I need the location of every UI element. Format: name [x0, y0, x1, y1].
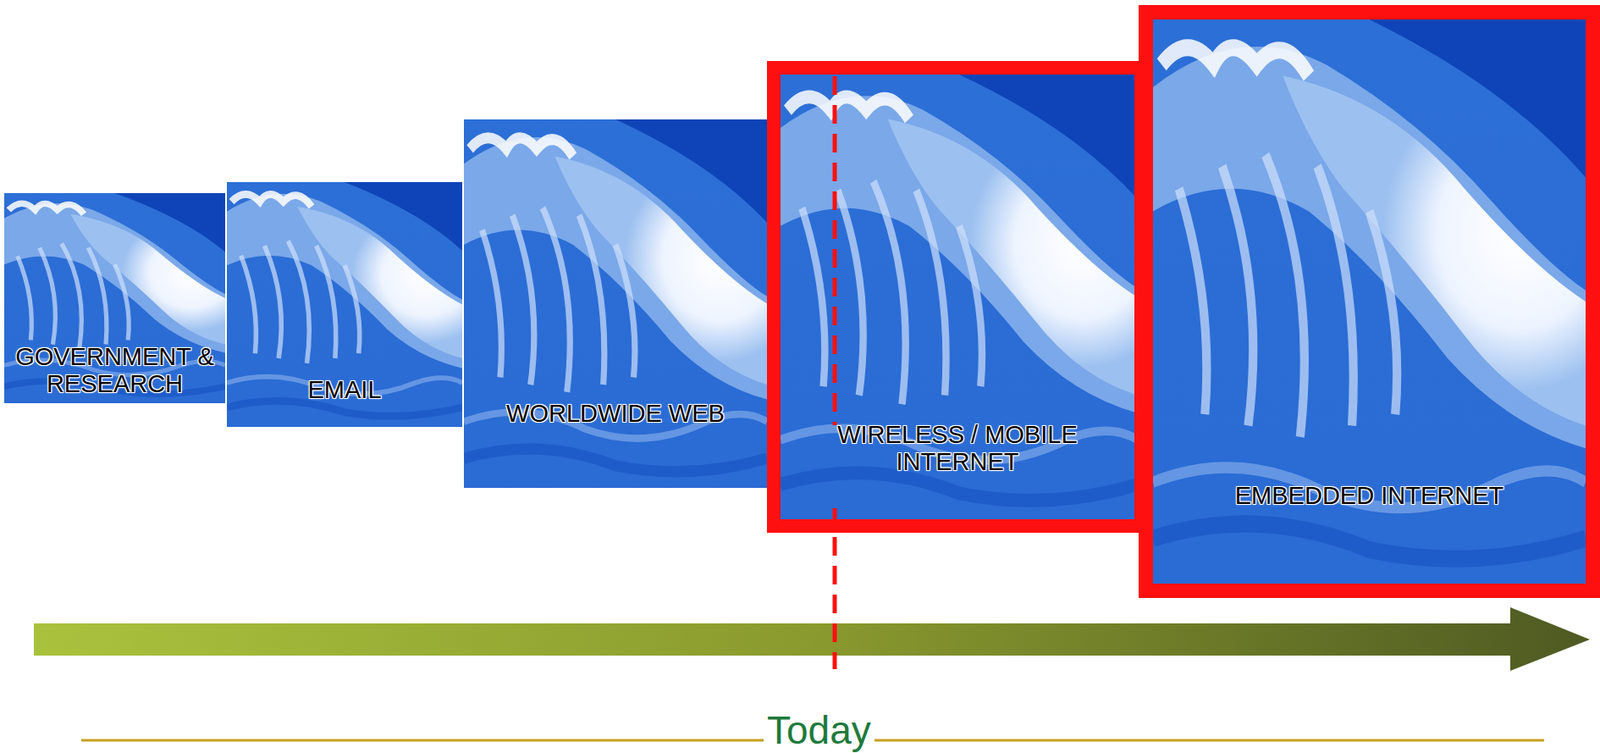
timeline-label: Today: [763, 709, 875, 751]
wave-label: GOVERNMENT & RESEARCH: [9, 342, 221, 398]
wave-image: [226, 182, 463, 427]
today-marker: [833, 76, 838, 425]
wave-box: GOVERNMENT & RESEARCH: [4, 193, 226, 403]
wave-box: EMAIL: [226, 182, 463, 427]
wave-label: EMAIL: [231, 375, 458, 403]
wave-box: WORLDWIDE WEB: [463, 119, 767, 488]
wave-image: [4, 193, 226, 403]
wave-image: [463, 119, 767, 488]
wave-label: EMBEDDED INTERNET: [1158, 481, 1581, 509]
timeline-arrow: [33, 606, 1590, 671]
highlighted-wave-box: WIRELESS / MOBILE INTERNET: [766, 60, 1148, 533]
wave-label: WORLDWIDE WEB: [468, 399, 762, 427]
wave-image: [780, 74, 1138, 520]
wave-image: [1153, 19, 1586, 584]
wave-label: WIRELESS / MOBILE INTERNET: [785, 420, 1130, 476]
highlighted-wave-box: EMBEDDED INTERNET: [1138, 5, 1600, 598]
